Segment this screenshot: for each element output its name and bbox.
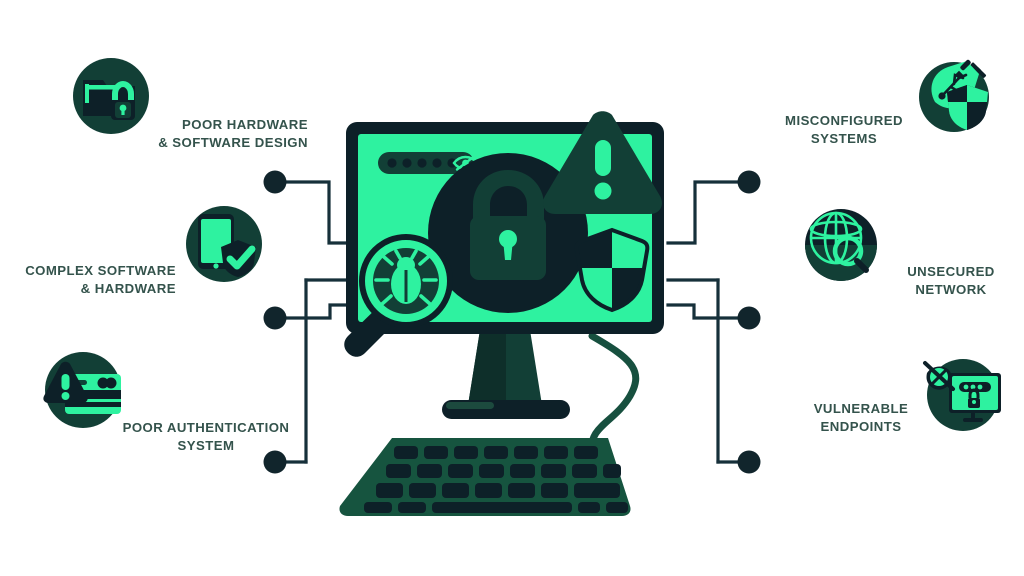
tablet-check-shield-icon <box>186 206 262 282</box>
node-label-complex-software-hardware: COMPLEX SOFTWARE & HARDWARE <box>25 263 176 296</box>
folder-lock-icon <box>73 58 149 134</box>
node-label-misconfigured-systems: MISCONFIGURED SYSTEMS <box>785 113 903 146</box>
monitor-password-blocked-icon <box>923 359 1001 431</box>
shield-icon <box>574 227 650 313</box>
warning-triangle-icon <box>543 111 662 214</box>
node-label-vulnerable-endpoints: VULNERABLE ENDPOINTS <box>813 401 909 434</box>
keyboard <box>339 438 631 516</box>
desktop-computer-illustration <box>339 111 664 516</box>
credit-card-alert-icon <box>43 352 121 428</box>
globe-search-icon <box>805 209 877 281</box>
bug-magnifier-icon <box>344 234 453 357</box>
node-label-poor-authentication-system: POOR AUTHENTICATION SYSTEM <box>122 420 290 453</box>
node-label-unsecured-network: UNSECURED NETWORK <box>907 264 995 297</box>
usb-shield-icon <box>919 59 989 132</box>
node-label-poor-hardware-software-design: POOR HARDWARE & SOFTWARE DESIGN <box>158 117 308 150</box>
